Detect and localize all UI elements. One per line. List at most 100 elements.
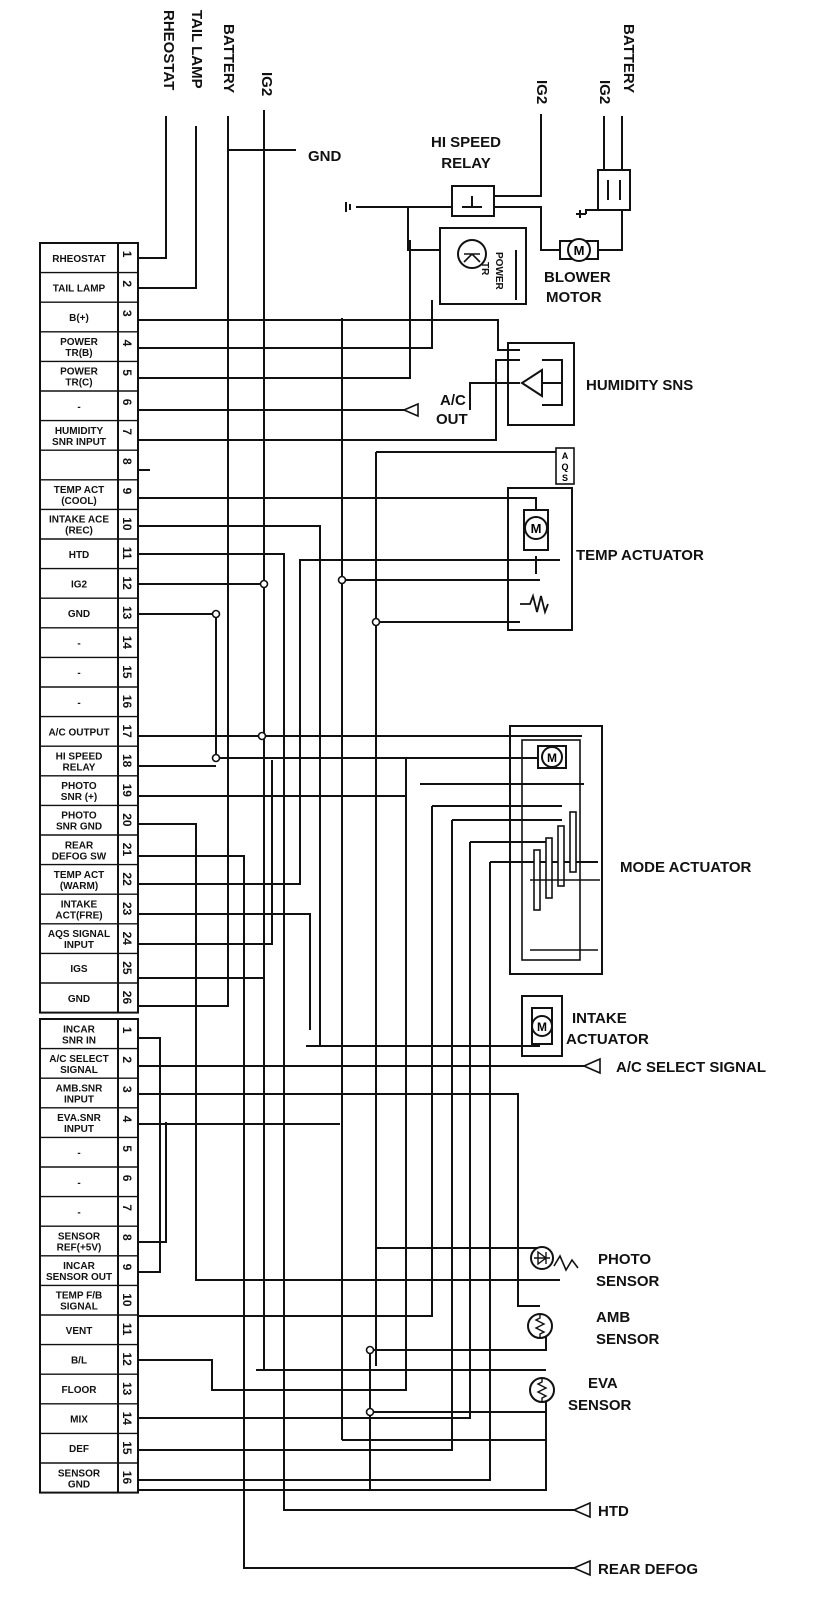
connector-b-pin-13-number: 13 xyxy=(120,1382,134,1396)
aqs-label-a: A xyxy=(562,451,569,461)
connector-a-pin-14-label: - xyxy=(77,639,80,650)
htd-label: HTD xyxy=(598,1503,629,1520)
connector-a-pin-21-number: 21 xyxy=(120,843,134,857)
ac-out-label-2: OUT xyxy=(436,411,468,428)
temp-actuator-label: TEMP ACTUATOR xyxy=(576,547,704,564)
aqs-sensor: A Q S xyxy=(555,447,575,485)
photo-sensor-label-1: PHOTO xyxy=(598,1251,651,1268)
connector-a-pin-23-label: ACT(FRE) xyxy=(55,911,102,922)
mode-actuator: M MODE ACTUATOR xyxy=(509,725,752,975)
connector-b-pin-6-label: - xyxy=(77,1178,80,1189)
connector-a-pin-18-label: RELAY xyxy=(63,763,96,774)
connector-a-pin-23-number: 23 xyxy=(120,902,134,916)
top-label-rheostat: RHEOSTAT xyxy=(160,10,177,90)
hi-speed-relay-label-2: RELAY xyxy=(441,155,490,172)
connector-b-pin-9-label: SENSOR OUT xyxy=(46,1272,112,1283)
temp-actuator: M TEMP ACTUATOR xyxy=(507,487,704,631)
connector-b-pin-1-label: SNR IN xyxy=(62,1035,96,1046)
connector-a-pin-19-number: 19 xyxy=(120,784,134,798)
connector-a-pin-21-label: DEFOG SW xyxy=(52,851,107,862)
connector-a-pin-16-number: 16 xyxy=(120,695,134,709)
connector-b-pin-5-label: - xyxy=(77,1148,80,1159)
connector-a-pin-2-label: TAIL LAMP xyxy=(53,283,106,294)
connector-b-pin-6-number: 6 xyxy=(120,1175,134,1182)
blower-motor-label-2: MOTOR xyxy=(546,289,602,306)
top-label-battery: BATTERY xyxy=(220,24,237,93)
power-tr-label-2: TR xyxy=(479,262,490,276)
connector-b-pin-9-number: 9 xyxy=(120,1264,134,1271)
blower-motor-label-1: BLOWER xyxy=(544,269,611,286)
ac-out: A/C OUT xyxy=(401,392,468,428)
connector-a-pin-25-label: IGS xyxy=(70,964,88,975)
connector-b-pin-10-label: TEMP F/B xyxy=(56,1291,102,1302)
aqs-label-q: Q xyxy=(561,462,568,472)
top-label-battery-motor: BATTERY xyxy=(620,24,637,93)
connector-b-pin-13-label: FLOOR xyxy=(62,1385,98,1396)
connector-a-pin-9-number: 9 xyxy=(120,488,134,495)
connector-b-pin-2-number: 2 xyxy=(120,1056,134,1063)
connector-a-pin-20-label: SNR GND xyxy=(56,822,102,833)
connector-a-pin-9-label: (COOL) xyxy=(61,496,97,507)
connector-b-pin-4-label: EVA.SNR xyxy=(57,1113,101,1124)
connector-b-pin-3-label: AMB.SNR xyxy=(56,1084,103,1095)
connector-b-pin-15-number: 15 xyxy=(120,1441,134,1455)
connector-b-pin-12-label: B/L xyxy=(71,1355,87,1366)
hi-speed-relay: HI SPEED RELAY xyxy=(345,134,501,217)
connector-a-pin-10-label: (REC) xyxy=(65,526,93,537)
connector-b-pin-2-label: SIGNAL xyxy=(60,1065,98,1076)
hi-speed-relay-label-1: HI SPEED xyxy=(431,134,501,151)
power-tr-label-1: POWER xyxy=(493,252,504,291)
connector-b-pin-2-label: A/C SELECT xyxy=(49,1054,108,1065)
connector-a-pin-4-label: POWER xyxy=(60,337,99,348)
top-label-ig2-motor: IG2 xyxy=(596,80,613,104)
connector-a-pin-22-label: TEMP ACT xyxy=(54,870,105,881)
connector-a-pin-15-number: 15 xyxy=(120,665,134,679)
connector-a-pin-25-number: 25 xyxy=(120,961,134,975)
connector-a-pin-6-label: - xyxy=(77,402,80,413)
top-label-ig2-relay: IG2 xyxy=(533,80,550,104)
connector-a-pin-3-label: B(+) xyxy=(69,313,89,324)
connector-b-pin-5-number: 5 xyxy=(120,1145,134,1152)
connector-b-pin-8-label: REF(+5V) xyxy=(57,1243,102,1254)
connector-a-pin-8-number: 8 xyxy=(120,458,134,465)
connector-a-pin-15-label: - xyxy=(77,668,80,679)
power-tr: POWER TR xyxy=(439,227,527,305)
connector-a-pin-22-number: 22 xyxy=(120,872,134,886)
connector-b-pin-4-label: INPUT xyxy=(64,1124,94,1135)
amb-sensor: AMB SENSOR xyxy=(527,1309,660,1348)
connector-a-pin-17-label: A/C OUTPUT xyxy=(48,727,109,738)
connector-b-pin-8-label: SENSOR xyxy=(58,1232,101,1243)
htd-output: HTD xyxy=(572,1501,629,1520)
ac-out-label-1: A/C xyxy=(440,392,466,409)
rear-defog-output: REAR DEFOG xyxy=(572,1559,698,1578)
connector-a-pin-1-number: 1 xyxy=(120,251,134,258)
connector-b-pin-9-label: INCAR xyxy=(63,1261,95,1272)
junction-dots xyxy=(211,575,381,1417)
connector-a-pin-16-label: - xyxy=(77,698,80,709)
connector-b-pin-11-number: 11 xyxy=(120,1323,134,1336)
connector-a-pin-20-number: 20 xyxy=(120,813,134,827)
connector-a-pin-3-number: 3 xyxy=(120,310,134,317)
connector-a-pin-26-number: 26 xyxy=(120,991,134,1005)
connector-a-pin-1-label: RHEOSTAT xyxy=(52,254,106,265)
aqs-label-s: S xyxy=(562,473,568,483)
connector-b-pin-14-number: 14 xyxy=(120,1412,134,1426)
ac-select-signal-label: A/C SELECT SIGNAL xyxy=(616,1059,766,1076)
intake-actuator-label-1: INTAKE xyxy=(572,1010,627,1027)
connector-b-pin-16-number: 16 xyxy=(120,1471,134,1485)
connector-b-pin-16-label: GND xyxy=(68,1479,90,1490)
eva-sensor-label-2: SENSOR xyxy=(568,1397,632,1414)
connector-a-pin-18-label: HI SPEED xyxy=(56,752,103,763)
connector-b-pin-1-label: INCAR xyxy=(63,1024,95,1035)
ac-select-signal: A/C SELECT SIGNAL xyxy=(582,1057,766,1076)
amb-sensor-label-1: AMB xyxy=(596,1309,630,1326)
connector-a-pin-2-number: 2 xyxy=(120,280,134,287)
connector-a-pin-7-number: 7 xyxy=(120,428,134,435)
intake-actuator: M INTAKE ACTUATOR xyxy=(521,995,649,1057)
amb-sensor-label-2: SENSOR xyxy=(596,1331,660,1348)
connector-a-pin-12-number: 12 xyxy=(120,576,134,590)
connector-a-pin-23-label: INTAKE xyxy=(61,900,98,911)
connector-a-pin-12-label: IG2 xyxy=(71,579,88,590)
connector-a-pin-21-label: REAR xyxy=(65,840,94,851)
